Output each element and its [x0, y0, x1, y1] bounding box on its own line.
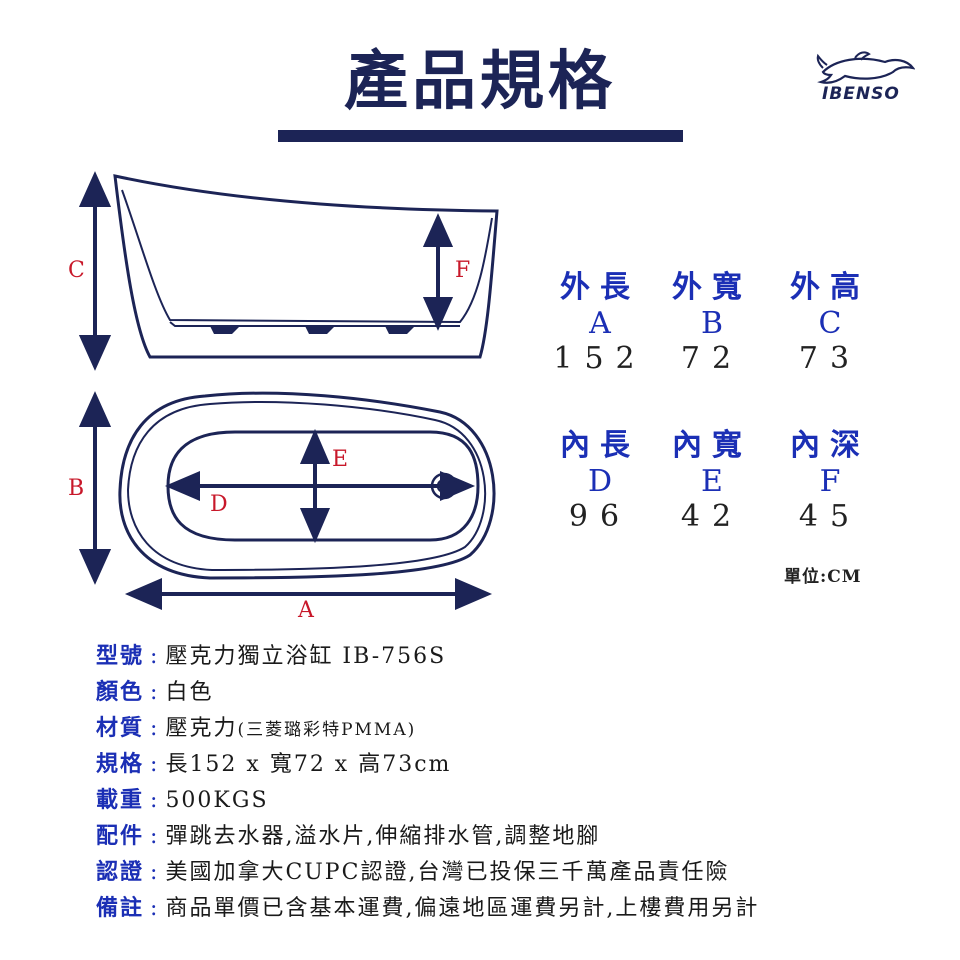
- info-row-certification: 認證:美國加拿大CUPC認證,台灣已投保三千萬產品責任險: [96, 859, 730, 885]
- info-label: 規格: [96, 751, 145, 777]
- info-value: 彈跳去水器,溢水片,伸縮排水管,調整地腳: [165, 824, 601, 849]
- label-f: F: [455, 258, 471, 283]
- label-b: B: [68, 476, 85, 501]
- info-label: 顏色: [96, 679, 145, 705]
- info-row-material: 材質:壓克力(三菱璐彩特PMMA): [96, 715, 417, 741]
- side-view-feet: [210, 326, 415, 334]
- spec-head: 內寬: [672, 428, 752, 463]
- spec-head: 外高: [790, 270, 870, 305]
- label-c: C: [68, 258, 85, 283]
- info-label: 備註: [96, 895, 145, 921]
- info-value: 壓克力: [165, 716, 238, 741]
- info-note: (三菱璐彩特PMMA): [237, 720, 417, 740]
- dolphin-logo-icon: [816, 51, 915, 84]
- spec-outer-height: 外高 C 73: [775, 262, 885, 376]
- unit-label: 單位:CM: [784, 567, 862, 587]
- info-label: 材質: [96, 715, 145, 741]
- info-label: 型號: [96, 643, 145, 669]
- dimension-d-arrow: [164, 470, 476, 502]
- spec-head: 外長: [560, 270, 640, 305]
- info-value: 長152 x 寬72 x 高73cm: [165, 752, 452, 777]
- page-title: 產品規格: [344, 44, 616, 119]
- info-value: 白色: [165, 680, 214, 705]
- spec-inner-length: 內長 D 96: [545, 420, 655, 534]
- spec-value: 73: [798, 341, 862, 376]
- spec-head: 內長: [560, 428, 640, 463]
- spec-value: 96: [568, 499, 632, 534]
- info-value: 500KGS: [165, 788, 269, 813]
- spec-key: E: [701, 464, 723, 499]
- info-row-load: 載重:500KGS: [96, 787, 269, 813]
- title-underline: [278, 130, 683, 142]
- dimension-e-arrow: [299, 428, 331, 544]
- spec-key: F: [819, 464, 841, 499]
- info-label: 載重: [96, 787, 145, 813]
- spec-value: 72: [680, 341, 744, 376]
- info-value: 商品單價已含基本運費,偏遠地區運費另計,上樓費用另計: [165, 896, 760, 921]
- spec-head: 內深: [790, 428, 870, 463]
- label-e: E: [332, 447, 349, 472]
- spec-inner-depth: 內深 F 45: [775, 420, 885, 534]
- label-d: D: [210, 492, 228, 517]
- info-label: 認證: [96, 859, 145, 885]
- info-row-size: 規格:長152 x 寬72 x 高73cm: [96, 751, 452, 777]
- top-view: [118, 391, 496, 580]
- spec-outer-length: 外長 A 152: [545, 262, 655, 376]
- spec-head: 外寬: [672, 270, 752, 305]
- spec-key: A: [589, 306, 611, 341]
- info-label: 配件: [96, 823, 145, 849]
- spec-inner-width: 內寬 E 42: [657, 420, 767, 534]
- spec-value: 42: [680, 499, 744, 534]
- dimension-b-arrow: [78, 391, 112, 585]
- side-view: [113, 174, 499, 359]
- dimension-c-arrow: [78, 171, 112, 371]
- info-row-model: 型號:壓克力獨立浴缸 IB-756S: [96, 643, 447, 669]
- spec-outer-width: 外寬 B 72: [657, 262, 767, 376]
- spec-value: 45: [798, 499, 862, 534]
- info-row-accessories: 配件:彈跳去水器,溢水片,伸縮排水管,調整地腳: [96, 823, 601, 849]
- dimension-f-arrow: [422, 213, 454, 331]
- logo-text: IBENSO: [822, 84, 900, 104]
- label-a: A: [298, 598, 314, 623]
- spec-key: D: [587, 464, 613, 499]
- dimension-a-arrow: [124, 577, 493, 611]
- spec-value: 152: [553, 341, 647, 376]
- spec-key: C: [818, 306, 842, 341]
- info-value: 壓克力獨立浴缸 IB-756S: [165, 644, 447, 669]
- info-value: 美國加拿大CUPC認證,台灣已投保三千萬產品責任險: [165, 860, 730, 885]
- product-info-list: 型號:壓克力獨立浴缸 IB-756S 顏色:白色 材質:壓克力(三菱璐彩特PMM…: [96, 638, 759, 926]
- info-row-remarks: 備註:商品單價已含基本運費,偏遠地區運費另計,上樓費用另計: [96, 895, 760, 921]
- spec-key: B: [700, 306, 724, 341]
- info-row-color: 顏色:白色: [96, 679, 214, 705]
